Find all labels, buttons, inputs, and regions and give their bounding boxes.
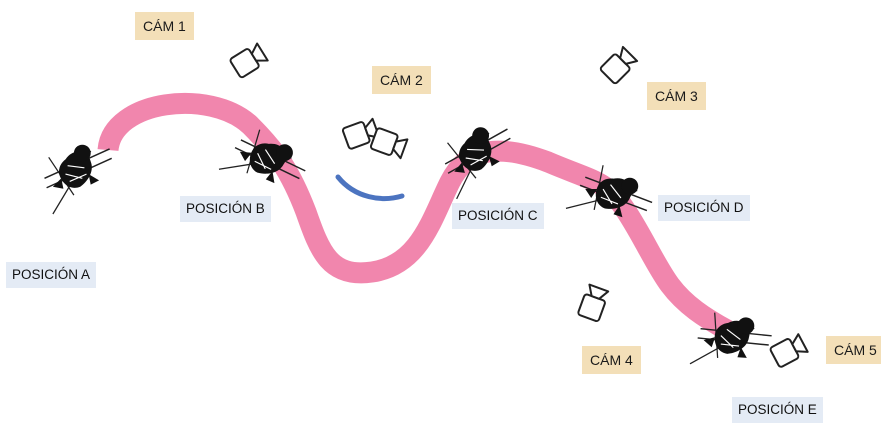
skier-a-icon xyxy=(43,143,113,215)
position-e-label: POSICIÓN E xyxy=(732,397,823,423)
camera-1-icon xyxy=(228,41,270,80)
camera-5-label: CÁM 5 xyxy=(826,336,881,364)
position-a-label: POSICIÓN A xyxy=(6,262,97,288)
camera-4-label: CÁM 4 xyxy=(582,346,641,374)
camera-1-label: CÁM 1 xyxy=(135,12,194,40)
ski-track xyxy=(97,92,733,340)
position-d-label: POSICIÓN D xyxy=(658,195,750,221)
camera-2-icon xyxy=(369,126,409,161)
position-c-label: POSICIÓN C xyxy=(452,203,544,229)
position-b-label: POSICIÓN B xyxy=(180,196,271,222)
camera-5-icon xyxy=(768,332,810,369)
camera-3-icon xyxy=(598,45,639,86)
camera-3-label: CÁM 3 xyxy=(647,82,706,110)
camera-2-label: CÁM 2 xyxy=(372,66,431,94)
camera-2-pan-arc xyxy=(335,174,405,201)
camera-4-icon xyxy=(576,283,611,323)
